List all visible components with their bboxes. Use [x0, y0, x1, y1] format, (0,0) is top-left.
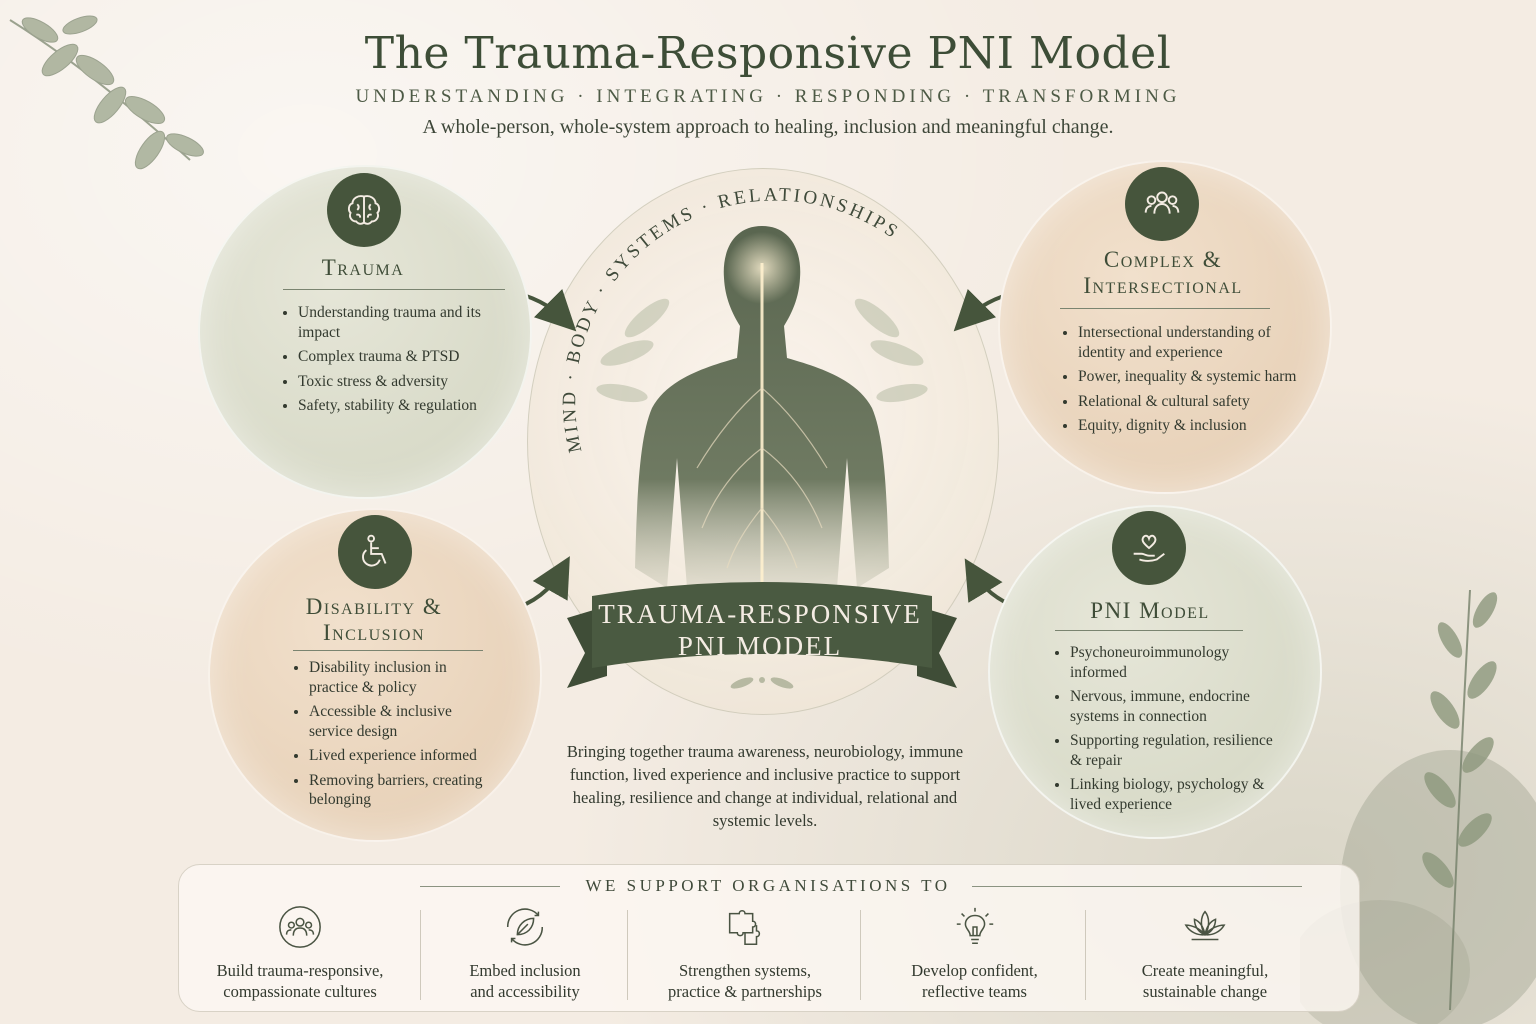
pillar-complex-title-line1: Complex & [1103, 247, 1223, 272]
support-item-systems: Strengthen systems, practice & partnersh… [640, 904, 850, 1002]
support-item-line1: Create meaningful, [1141, 961, 1269, 980]
support-separator [420, 910, 421, 1000]
pillar-complex-title-line2: Intersectional [1083, 273, 1243, 298]
center-banner-title: TRAUMA-RESPONSIVE PNI MODEL [560, 598, 960, 662]
lightbulb-icon [956, 907, 993, 945]
pillar-complex-icon-disc [1125, 167, 1199, 241]
pillar-complex-rule [1060, 308, 1270, 309]
support-title-rule-right [972, 886, 1302, 887]
list-item: Intersectional understanding of identity… [1078, 323, 1298, 362]
support-item-line1: Strengthen systems, [679, 961, 811, 980]
puzzle-icon [728, 909, 761, 946]
pillar-pni-rule [1055, 630, 1243, 631]
list-item: Relational & cultural safety [1078, 392, 1298, 412]
support-item-line2: and accessibility [470, 982, 580, 1001]
pillar-disability-icon-disc [338, 515, 412, 589]
list-item: Supporting regulation, resilience & repa… [1070, 731, 1275, 770]
pillar-disability-list: Disability inclusion in practice & polic… [291, 658, 499, 815]
banner-line-2: PNI MODEL [677, 631, 843, 661]
center-description: Bringing together trauma awareness, neur… [566, 742, 964, 830]
banner-line-1: TRAUMA-RESPONSIVE [598, 599, 922, 629]
support-separator [627, 910, 628, 1000]
wheelchair-icon [362, 534, 387, 567]
support-item-change: Create meaningful, sustainable change [1095, 904, 1315, 1002]
support-item-line2: sustainable change [1142, 982, 1268, 1001]
support-item-teams: Develop confident, reflective teams [872, 904, 1077, 1002]
pillar-pni-list: Psychoneuroimmunology informed Nervous, … [1052, 643, 1275, 819]
brain-icon [347, 195, 381, 225]
heart-hand-icon [1133, 534, 1165, 562]
support-item-line1: Develop confident, [911, 961, 1038, 980]
list-item: Lived experience informed [309, 746, 499, 766]
pillar-trauma-title: Trauma [321, 255, 405, 280]
pillar-pni-title: PNI Model [1090, 598, 1210, 623]
list-item: Removing barriers, creating belonging [309, 771, 499, 810]
support-item-line2: practice & partnerships [668, 982, 822, 1001]
pillar-disability-rule [293, 650, 483, 651]
list-item: Nervous, immune, endocrine systems in co… [1070, 687, 1275, 726]
support-separator [1085, 910, 1086, 1000]
people-icon [1144, 191, 1180, 214]
list-item: Toxic stress & adversity [298, 372, 498, 392]
support-panel [178, 864, 1360, 1012]
list-item: Disability inclusion in practice & polic… [309, 658, 499, 697]
pillar-disability-title-line1: Disability & [305, 594, 443, 619]
list-item: Power, inequality & systemic harm [1078, 367, 1298, 387]
support-item-line1: Build trauma-responsive, [216, 961, 384, 980]
pillar-complex-list: Intersectional understanding of identity… [1060, 323, 1298, 441]
support-title-rule-left [420, 886, 560, 887]
support-item-cultures: Build trauma-responsive, compassionate c… [190, 904, 410, 1002]
list-item: Equity, dignity & inclusion [1078, 416, 1298, 436]
support-item-inclusion: Embed inclusion and accessibility [425, 904, 625, 1002]
list-item: Understanding trauma and its impact [298, 303, 498, 342]
pillar-trauma-rule [283, 289, 505, 290]
support-item-line2: reflective teams [922, 982, 1027, 1001]
foliage-top-left-decoration [9, 15, 204, 170]
pillar-disability-title: Disability & Inclusion [254, 594, 494, 646]
pillar-pni-icon-disc [1112, 511, 1186, 585]
page-subtitle: A whole-person, whole-system approach to… [422, 116, 1114, 138]
pillar-pni-circle [988, 505, 1322, 839]
pillar-trauma-list: Understanding trauma and its impact Comp… [280, 303, 498, 421]
pillar-trauma-icon-disc [327, 173, 401, 247]
support-title: WE SUPPORT ORGANISATIONS TO [585, 876, 951, 895]
support-item-line1: Embed inclusion [469, 961, 581, 980]
page-title: The Trauma-Responsive PNI Model [364, 28, 1172, 79]
pillar-complex-title: Complex & Intersectional [1043, 247, 1283, 299]
list-item: Psychoneuroimmunology informed [1070, 643, 1275, 682]
page-tagline: UNDERSTANDING · INTEGRATING · RESPONDING… [355, 86, 1181, 107]
list-item: Accessible & inclusive service design [309, 702, 499, 741]
center-figure-illustration: MIND · BODY · SYSTEMS · RELATIONSHIPS [559, 184, 957, 689]
lotus-icon [1184, 910, 1226, 941]
support-separator [860, 910, 861, 1000]
group-icon [279, 906, 321, 948]
support-item-line2: compassionate cultures [223, 982, 377, 1001]
leaf-cycle-icon [506, 908, 544, 946]
list-item: Safety, stability & regulation [298, 396, 498, 416]
list-item: Complex trauma & PTSD [298, 347, 498, 367]
pillar-disability-title-line2: Inclusion [322, 620, 426, 645]
list-item: Linking biology, psychology & lived expe… [1070, 775, 1275, 814]
